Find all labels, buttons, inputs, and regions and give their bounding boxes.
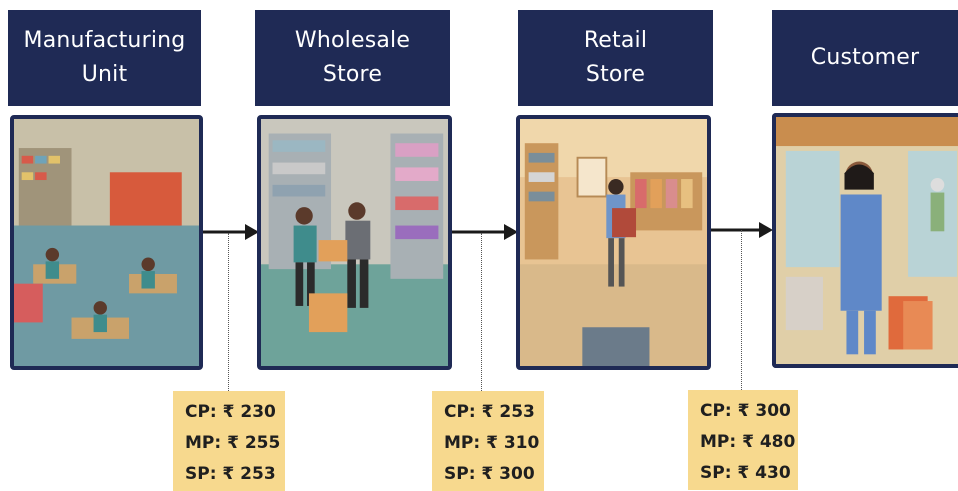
- selling-price: SP: ₹ 300: [444, 464, 535, 484]
- price-box-wholesale: CP: ₹ 253 MP: ₹ 310 SP: ₹ 300: [432, 391, 544, 491]
- arrow-right-icon: [711, 222, 773, 238]
- stage-header-wholesale: Wholesale Store: [255, 10, 450, 106]
- cost-price: CP: ₹ 230: [185, 402, 276, 422]
- stage-title-line1: Customer: [810, 45, 920, 70]
- price-box-manufacturing: CP: ₹ 230 MP: ₹ 255 SP: ₹ 253: [173, 391, 285, 491]
- stage-title-line2: Unit: [81, 62, 128, 87]
- customer-illustration: [772, 113, 958, 368]
- stage-title-line2: Store: [585, 62, 646, 87]
- stage-title-line1: Manufacturing: [23, 28, 186, 53]
- stage-title-line1: Retail: [583, 28, 648, 53]
- arrow-right-icon: [203, 224, 259, 240]
- marked-price: MP: ₹ 310: [444, 433, 540, 453]
- stage-title-line2: Store: [322, 62, 383, 87]
- connector-line: [481, 233, 482, 391]
- stage-header-customer: Customer: [772, 10, 958, 106]
- wholesale-illustration: [257, 115, 452, 370]
- arrow-right-icon: [452, 224, 518, 240]
- price-box-retail: CP: ₹ 300 MP: ₹ 480 SP: ₹ 430: [688, 390, 798, 490]
- connector-line: [741, 230, 742, 390]
- connector-line: [228, 233, 229, 391]
- selling-price: SP: ₹ 430: [700, 463, 791, 483]
- selling-price: SP: ₹ 253: [185, 464, 276, 484]
- cost-price: CP: ₹ 253: [444, 402, 535, 422]
- stage-header-manufacturing: Manufacturing Unit: [8, 10, 201, 106]
- marked-price: MP: ₹ 255: [185, 433, 281, 453]
- retail-illustration: [516, 115, 711, 370]
- stage-header-retail: Retail Store: [518, 10, 713, 106]
- manufacturing-illustration: [10, 115, 203, 370]
- marked-price: MP: ₹ 480: [700, 432, 796, 452]
- cost-price: CP: ₹ 300: [700, 401, 791, 421]
- stage-title-line1: Wholesale: [294, 28, 411, 53]
